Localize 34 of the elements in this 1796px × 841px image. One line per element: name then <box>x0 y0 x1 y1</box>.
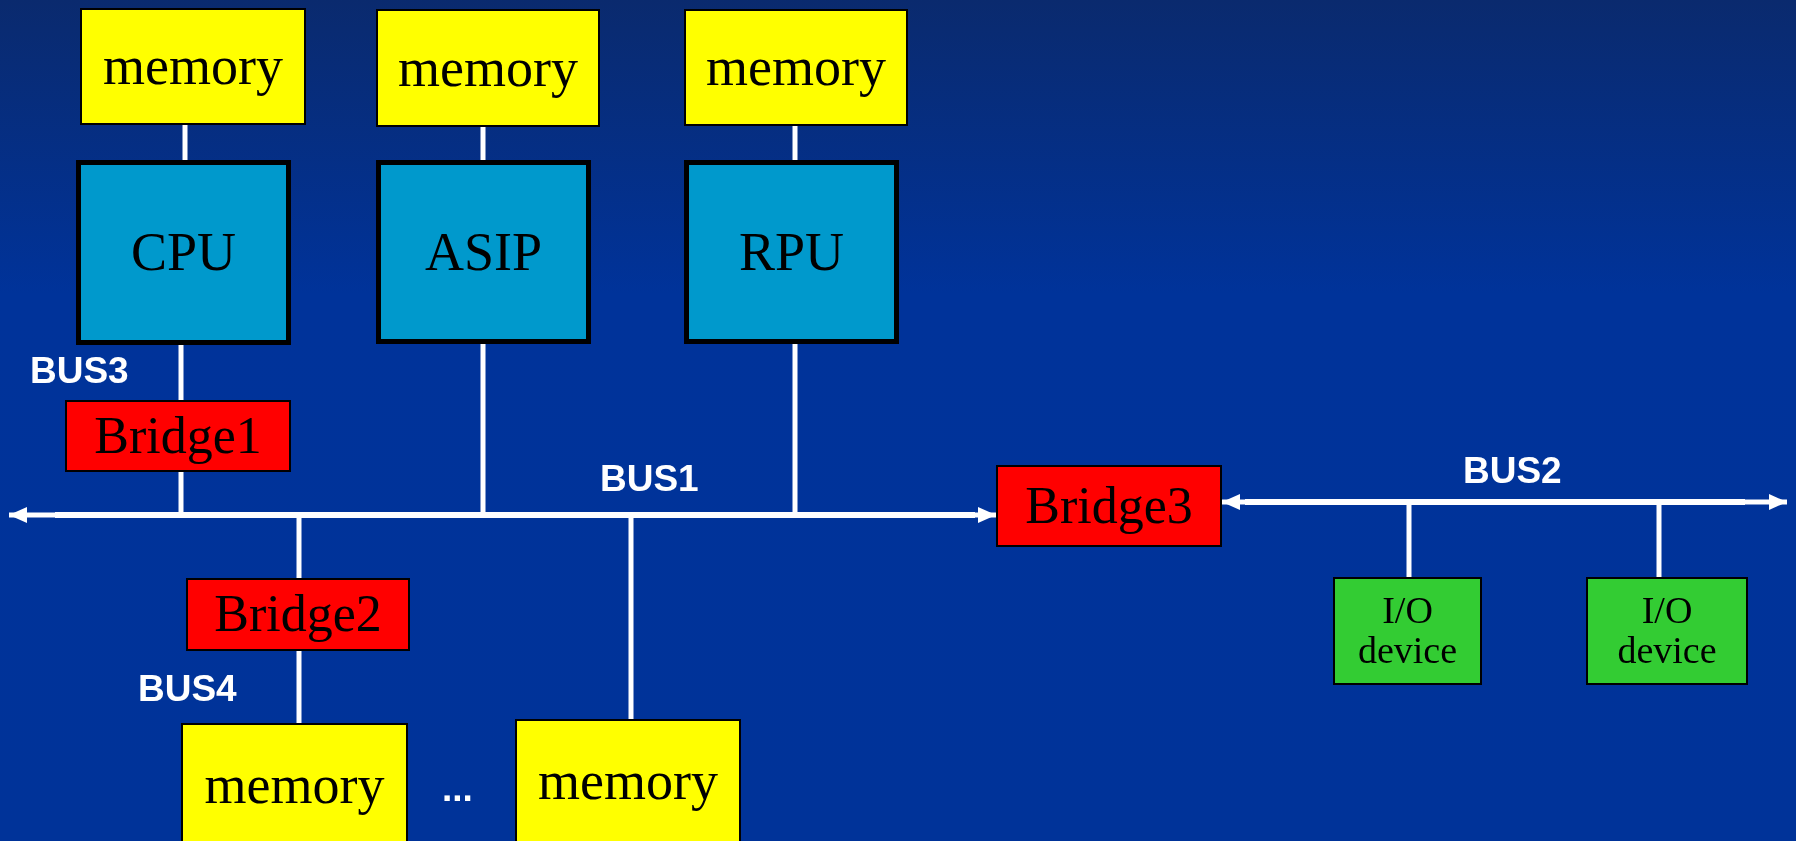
connector-line <box>178 345 184 400</box>
connector-line <box>182 125 188 160</box>
connector-line <box>1406 505 1412 577</box>
arrow <box>1745 494 1787 510</box>
device-block: I/O device <box>1333 577 1482 685</box>
memory-block: memory <box>515 719 741 841</box>
processor-block: ASIP <box>376 160 591 344</box>
bridge-block: Bridge1 <box>65 400 291 472</box>
connector-line <box>178 472 184 512</box>
bridge-block: Bridge3 <box>996 465 1222 547</box>
processor-block: CPU <box>76 160 291 345</box>
connector-line <box>628 518 634 719</box>
memory-block: memory <box>80 8 306 125</box>
device-block: I/O device <box>1586 577 1748 685</box>
connector-line <box>480 127 486 160</box>
connector-line <box>296 518 302 578</box>
bus-label: BUS3 <box>30 350 129 392</box>
memory-block: memory <box>684 9 908 126</box>
bus-label: BUS4 <box>138 668 237 710</box>
connector-line <box>1656 505 1662 577</box>
connector-line <box>792 344 798 512</box>
ellipsis-text: ... <box>442 768 473 810</box>
connector-line <box>792 126 798 160</box>
connector-line <box>296 651 302 723</box>
bus-label: BUS2 <box>1463 450 1562 492</box>
connector-line <box>480 344 486 512</box>
arrow <box>1222 494 1245 510</box>
bridge-block: Bridge2 <box>186 578 410 651</box>
bus-label: BUS1 <box>600 458 699 500</box>
arrow <box>975 507 996 523</box>
memory-block: memory <box>376 9 600 127</box>
processor-block: RPU <box>684 160 899 344</box>
arrow <box>9 507 55 523</box>
memory-block: memory <box>181 723 408 841</box>
